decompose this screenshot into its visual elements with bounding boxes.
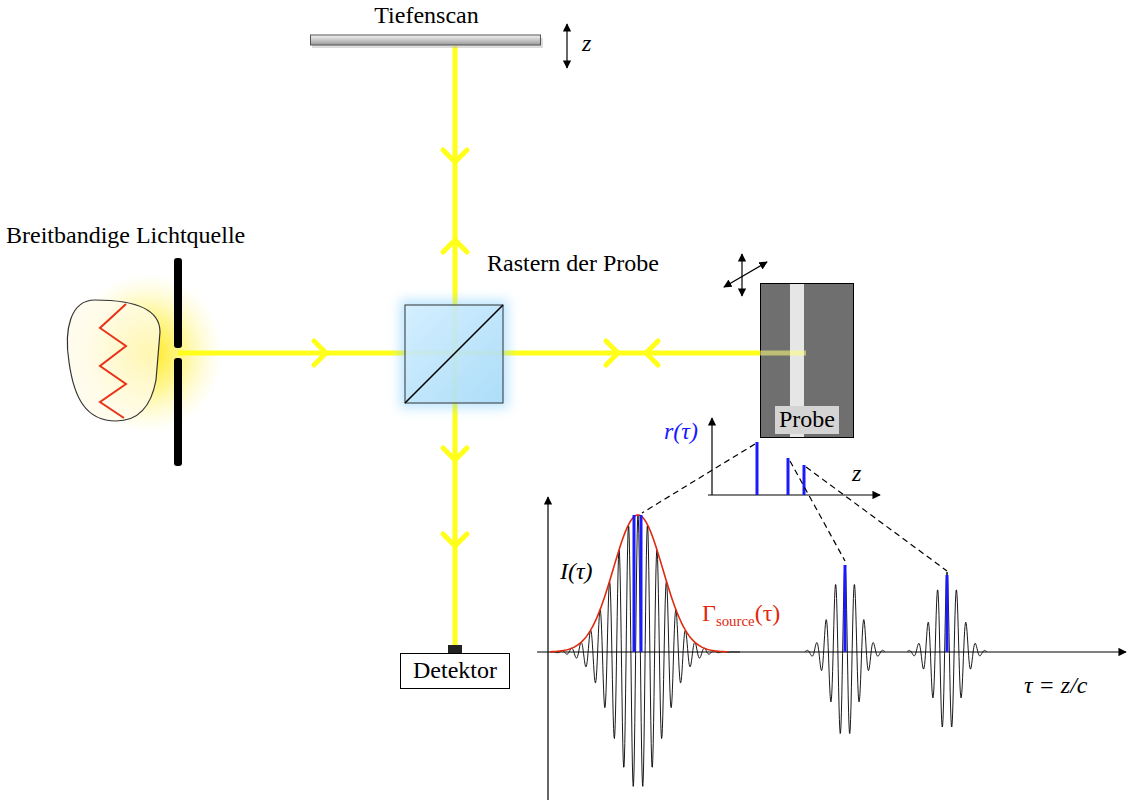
axis-label: I(τ) xyxy=(560,558,593,586)
beam-direction xyxy=(606,341,618,365)
reflection-peak xyxy=(787,458,790,495)
beam-direction xyxy=(443,240,467,252)
scan-arrow xyxy=(566,24,567,68)
axis xyxy=(537,651,1126,652)
reflection-peak xyxy=(640,515,643,652)
coherence-envelope xyxy=(550,515,728,652)
reflection-peak xyxy=(803,465,806,495)
beam-direction xyxy=(646,341,658,365)
sample-body xyxy=(761,284,854,438)
interference-fringes xyxy=(805,565,885,734)
leader-line xyxy=(806,467,947,571)
interference-fringes xyxy=(550,515,740,786)
axis-label: r(τ) xyxy=(664,418,698,446)
reflection-peak xyxy=(844,565,847,652)
mirror-plate xyxy=(311,35,541,45)
annotation: Rastern der Probe xyxy=(487,250,659,278)
beam-splitter xyxy=(405,305,503,403)
detector-box: Detektor xyxy=(400,653,510,689)
axis-label: τ = z/c xyxy=(1024,672,1087,700)
reflection-peak xyxy=(946,575,949,652)
axis-label: z xyxy=(852,460,861,488)
scan-arrow xyxy=(741,254,742,296)
node-text: Tiefenscan xyxy=(374,2,478,30)
sample: Probe xyxy=(760,283,854,438)
reference-mirror: Tiefenscan xyxy=(310,2,543,48)
axis xyxy=(711,418,712,495)
light-beam xyxy=(760,351,806,356)
slit-aperture xyxy=(174,258,182,348)
splitter-diagonal xyxy=(405,305,503,403)
node-text: Breitbandige Lichtquelle xyxy=(6,222,245,250)
curve-label: Γsource(τ) xyxy=(702,600,780,630)
node-text: Detektor xyxy=(413,657,497,685)
interference-fringes xyxy=(907,572,987,727)
splitter-glow xyxy=(400,300,508,408)
lamp-filament xyxy=(100,304,126,418)
leader-line xyxy=(642,444,755,513)
mirror-plate xyxy=(310,34,543,48)
detector-sensor xyxy=(448,645,462,653)
axis-label: z xyxy=(582,30,591,58)
node-text: Probe xyxy=(775,406,839,434)
axis xyxy=(708,494,880,495)
beam-direction xyxy=(443,150,467,162)
light-source: Breitbandige Lichtquelle xyxy=(6,222,245,250)
reflection-peak xyxy=(756,442,759,495)
axis xyxy=(547,497,548,800)
reflection-peak xyxy=(633,515,636,652)
beam-direction xyxy=(443,534,467,546)
slit-aperture xyxy=(174,358,182,466)
beam-direction xyxy=(314,341,326,365)
beam-direction xyxy=(443,448,467,460)
lamp-bulb xyxy=(67,300,160,421)
